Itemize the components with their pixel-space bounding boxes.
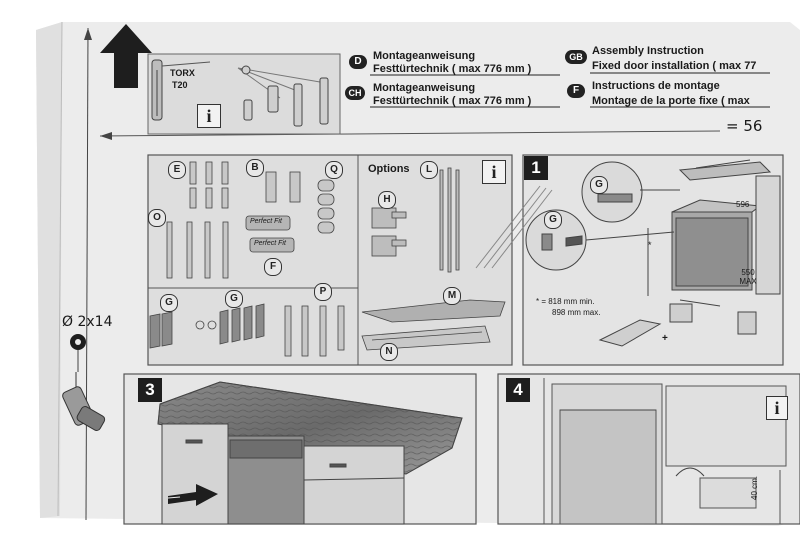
push-arrow-icon	[167, 484, 218, 506]
step4-number: 4	[506, 378, 530, 402]
part-label-p: P	[314, 283, 332, 301]
options-parts	[361, 167, 506, 351]
part-label-b: B	[246, 159, 264, 177]
header-gb-subtitle: Fixed door installation ( max 77	[592, 60, 757, 72]
strip-text-1: Perfect Fit	[250, 218, 282, 225]
dishwasher-icon	[671, 161, 781, 295]
badge-de: D	[349, 55, 367, 69]
drill-icon	[62, 372, 106, 431]
options-label: Options	[368, 163, 410, 175]
step1-plus: +	[662, 333, 668, 344]
torx-size-label: T20	[172, 80, 188, 90]
badge-ch: CH	[345, 86, 365, 100]
header-f-title: Instructions de montage	[592, 80, 720, 92]
step1-width-dim: 596	[736, 200, 750, 209]
header-f-subtitle: Montage de la porte fixe ( max	[592, 95, 750, 107]
strip-text-2: Perfect Fit	[254, 240, 286, 247]
part-label-e: E	[168, 161, 186, 179]
screwdriver-icon	[151, 59, 211, 121]
part-label-f: F	[264, 258, 282, 276]
header-gb-title: Assembly Instruction	[592, 45, 704, 57]
kitchen-counter	[157, 381, 463, 525]
dimension-right-label: = 56	[726, 117, 763, 135]
header-de-subtitle: Festtürtechnik ( max 776 mm )	[373, 63, 532, 75]
step4-illustration	[543, 378, 787, 525]
part-label-m: M	[443, 287, 461, 305]
torx-label: TORX	[170, 68, 195, 78]
up-arrow-icon	[100, 24, 152, 88]
step1-label-g-left: G	[544, 211, 562, 229]
step3-number: 3	[138, 378, 162, 402]
step1-depth-dim: 550 MAX	[739, 268, 757, 286]
info-icon: i	[197, 104, 221, 128]
part-label-h: H	[378, 191, 396, 209]
part-label-q: Q	[325, 161, 343, 179]
step1-note-min: * = 818 mm min.	[536, 297, 595, 306]
step1-star: *	[648, 240, 652, 250]
part-label-n: N	[380, 343, 398, 361]
badge-gb: GB	[565, 50, 587, 64]
tool-box	[147, 53, 341, 135]
step1-number: 1	[524, 156, 548, 180]
step4-side-label: 40 cm.	[750, 475, 759, 500]
step1-label-g-top: G	[590, 176, 608, 194]
badge-f: F	[567, 84, 585, 98]
part-label-g-left: G	[160, 294, 178, 312]
drill-size-label: Ø 2x14	[62, 314, 113, 330]
header-ch-subtitle: Festtürtechnik ( max 776 mm )	[373, 95, 532, 107]
header-de-title: Montageanweisung	[373, 50, 476, 62]
step4-info-icon: i	[766, 396, 788, 420]
part-label-o: O	[148, 209, 166, 227]
screws-illustration	[237, 65, 329, 127]
step1-note-max: 898 mm max.	[552, 308, 601, 317]
options-info-icon: i	[482, 160, 506, 184]
header-ch-title: Montageanweisung	[373, 82, 476, 94]
part-label-g-right: G	[225, 290, 243, 308]
part-label-l: L	[420, 161, 438, 179]
parts-screws	[149, 161, 345, 357]
